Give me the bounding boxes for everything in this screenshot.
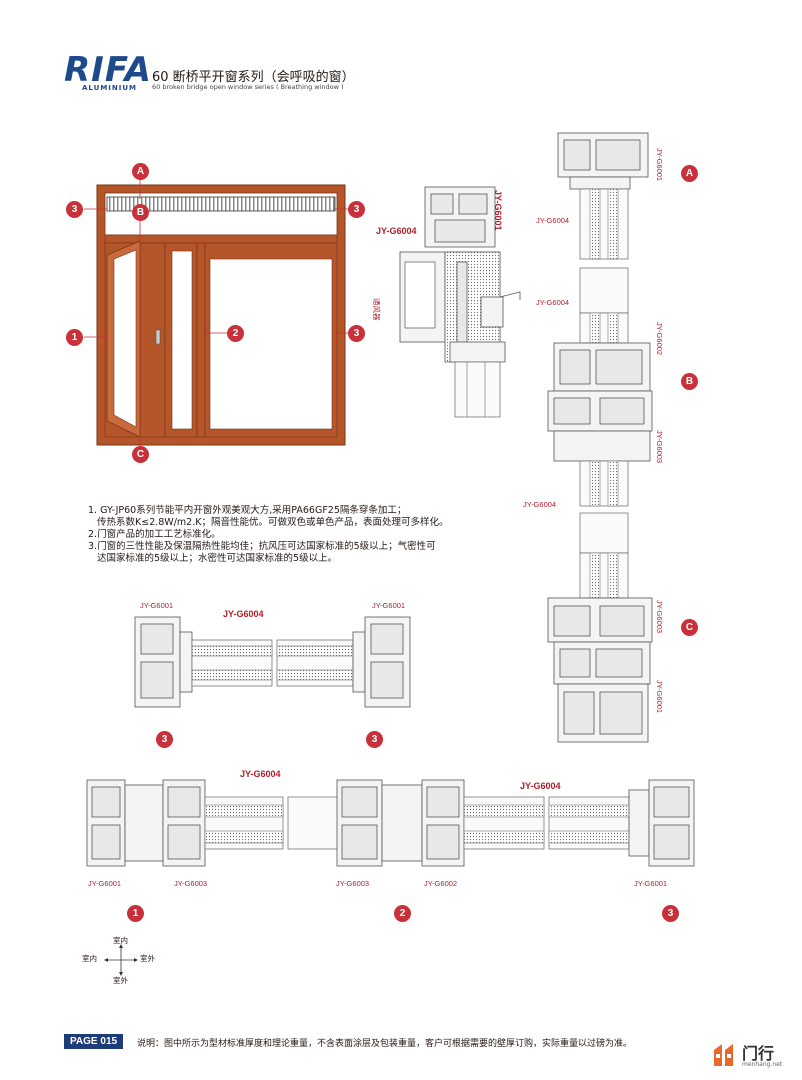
- code-g6001-bottom-left: JY-G6001: [88, 879, 122, 888]
- marker-c-section: C: [681, 619, 698, 636]
- marker-2-elevation: 2: [227, 325, 244, 342]
- page-title: 60 断桥平开窗系列（会呼吸的窗）: [152, 70, 355, 85]
- marker-b-section: B: [681, 373, 698, 390]
- marker-3-top-right: 3: [348, 201, 365, 218]
- vertical-section: [547, 132, 653, 743]
- code-g6002-bottom: JY-G6002: [424, 879, 458, 888]
- compass-bottom: 室外: [113, 976, 128, 985]
- marker-3-section-right: 3: [366, 731, 383, 748]
- note-3-cont: 达国家标准的5级以上；水密性可达国家标准的5级以上。: [97, 553, 338, 564]
- code-g6003-bottom-mid: JY-G6003: [336, 879, 370, 888]
- note-3: 3.门窗的三性性能及保温隔热性能均佳；抗风压可达国家标准的5级以上；气密性可: [88, 541, 436, 552]
- page-number: PAGE 015: [64, 1034, 124, 1049]
- code-g6001-a: JY-G6001: [655, 148, 664, 182]
- spec-notes: 1. GY-JP60系列节能平内开窗外观美观大方,采用PA66GF25隔条穿条加…: [88, 505, 488, 565]
- code-g6004-bottom-left: JY-G6004: [240, 769, 281, 779]
- code-g6002: JY-G6002: [655, 322, 664, 356]
- marker-a-elevation: A: [132, 163, 149, 180]
- code-g6001-bottom-right: JY-G6001: [634, 879, 668, 888]
- marker-b-elevation: B: [132, 204, 149, 221]
- note-2: 2.门窗产品的加工工艺标准化。: [88, 529, 221, 540]
- window-elevation: [84, 179, 348, 447]
- logo-sub: ALUMINIUM: [82, 84, 137, 92]
- code-g6004-vent: JY-G6004: [376, 226, 417, 236]
- horizontal-section-bottom: [86, 779, 695, 867]
- footer-note: 说明：图中所示为型材标准厚度和理论重量，不含表面涂层及包装重量，客户可根据需要的…: [137, 1039, 633, 1049]
- marker-1-bottom: 1: [127, 905, 144, 922]
- watermark-sub: menhang.net: [742, 1061, 783, 1068]
- orientation-compass: 室内 室内 室外 室外: [82, 935, 162, 990]
- code-g6003-c: JY-G6003: [655, 600, 664, 634]
- marker-3-top-left: 3: [66, 201, 83, 218]
- code-g6001-c: JY-G6001: [655, 680, 664, 714]
- note-1: 1. GY-JP60系列节能平内开窗外观美观大方,采用PA66GF25隔条穿条加…: [88, 505, 407, 516]
- note-1-cont: 传热系数K≤2.8W/m2.K；隔音性能优。可做双色或单色产品，表面处理可多样化…: [97, 517, 449, 528]
- marker-c-elevation: C: [132, 446, 149, 463]
- logo-text: RIFA: [64, 50, 152, 90]
- compass-right: 室外: [140, 954, 155, 963]
- code-g6004-bottom-right: JY-G6004: [520, 781, 561, 791]
- marker-1-elevation: 1: [66, 329, 83, 346]
- marker-3-section-left: 3: [156, 731, 173, 748]
- code-g6001-h3-left: JY-G6001: [140, 601, 174, 610]
- marker-3-bottom: 3: [662, 905, 679, 922]
- horizontal-section-3: [134, 616, 411, 708]
- code-g6001-h3-right: JY-G6001: [372, 601, 406, 610]
- compass-top: 室内: [113, 936, 128, 945]
- logo: RIFA ALUMINIUM: [64, 50, 152, 92]
- marker-2-bottom: 2: [394, 905, 411, 922]
- code-g6004-a: JY-G6004: [536, 216, 570, 225]
- watermark: 门行 menhang.net: [712, 1040, 797, 1074]
- code-g6003-bottom-left: JY-G6003: [174, 879, 208, 888]
- code-g6003-b: JY-G6003: [655, 430, 664, 464]
- code-g6004-b: JY-G6004: [536, 298, 570, 307]
- vent-section-detail: [399, 186, 521, 418]
- watermark-icon: [714, 1044, 733, 1066]
- code-g6001-vent: JY-G6001: [493, 190, 503, 231]
- code-g6004-h3: JY-G6004: [223, 609, 264, 619]
- marker-3-right: 3: [348, 325, 365, 342]
- compass-cross: [104, 944, 138, 976]
- code-g6004-c: JY-G6004: [523, 500, 557, 509]
- page-subtitle: 60 broken bridge open window series ( Br…: [152, 83, 344, 91]
- marker-a-section: A: [681, 165, 698, 182]
- vent-label: 通风器: [372, 298, 381, 321]
- watermark-text: 门行: [742, 1044, 775, 1063]
- compass-left: 室内: [82, 954, 97, 963]
